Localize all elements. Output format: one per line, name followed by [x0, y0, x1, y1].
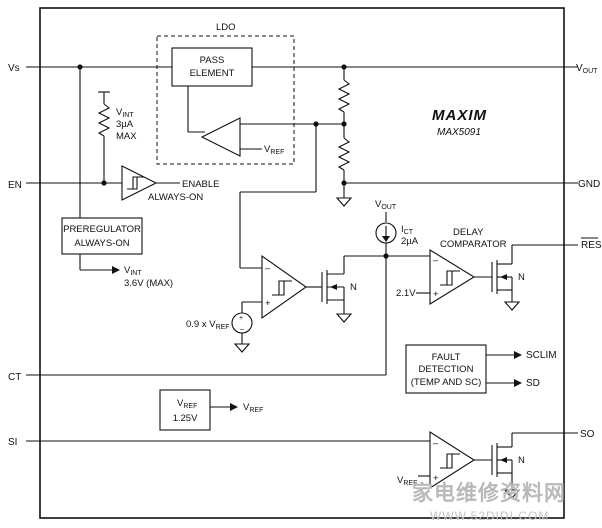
watermark-url: WWW.52DIDI.COM [430, 509, 549, 523]
ref-source-plus: + [239, 315, 243, 322]
nmos3-ground [503, 489, 521, 499]
pass-element-box [171, 47, 253, 87]
ldo-title: LDO [216, 22, 236, 33]
vint-source-name: VINT [116, 107, 134, 119]
en-junction [101, 180, 107, 186]
si-comp-minus: – [433, 438, 439, 449]
ref-source-ground [233, 343, 251, 353]
fault-line2: DETECTION [419, 364, 474, 375]
ict-value: 2µA [401, 236, 419, 247]
fault-detection-box [405, 344, 487, 394]
pass-element-line1: PASS [200, 55, 225, 66]
ldo-boundary [156, 35, 295, 165]
vint-resistor [97, 103, 111, 137]
enable-label: ENABLE [182, 179, 220, 190]
enable-hysteresis-icon [127, 176, 144, 190]
vint-source-max: MAX [116, 131, 137, 142]
pin-res-label: RES [581, 240, 602, 251]
preregulator-vint-label: VINT [124, 265, 142, 277]
nmos3-arrow [500, 457, 507, 463]
ict-vout-label: VOUT [375, 199, 397, 211]
delay-comp-line2: COMPARATOR [440, 239, 507, 250]
ldo-error-amp [200, 117, 241, 157]
ref-source-minus: – [240, 326, 244, 333]
pin-en-label: EN [8, 180, 22, 191]
vref-box [159, 389, 211, 431]
reset-comp-minus: – [265, 263, 271, 274]
divider-resistor-bottom [337, 137, 351, 171]
delay-comp-minus: – [433, 255, 439, 266]
pin-so-label: SO [580, 429, 595, 440]
preregulator-line2: ALWAYS-ON [74, 238, 129, 249]
vref-box-line1: VREF [177, 398, 197, 410]
delay-comp-line1: DELAY [453, 227, 484, 238]
ict-name: ICT [401, 224, 414, 236]
pin-vs-label: Vs [8, 63, 20, 74]
si-comp-plus: + [433, 473, 439, 484]
reset-comp-hysteresis-icon [272, 280, 292, 296]
maxim-logo: MAXIM [432, 107, 487, 124]
enable-always-on-label: ALWAYS-ON [148, 192, 203, 203]
pass-element-line2: ELEMENT [190, 68, 235, 79]
preregulator-line1: PREREGULATOR [63, 224, 141, 235]
vref-box-line2: 1.25V [173, 413, 198, 424]
preregulator-arrow [112, 266, 120, 274]
nmos2-type-label: N [518, 272, 525, 283]
pin-sd-label: SD [526, 378, 540, 389]
nmos2-arrow [500, 274, 507, 280]
sclim-arrow [514, 351, 522, 359]
delay-comp-plus: + [433, 289, 439, 300]
fault-line1: FAULT [432, 352, 461, 363]
pin-si-label: SI [8, 437, 17, 448]
divider-tap-junction [341, 121, 347, 127]
sd-arrow [514, 379, 522, 387]
delay-threshold-label: 2.1V [396, 288, 416, 299]
enable-schmitt-buffer [121, 165, 158, 201]
preregulator-box [61, 217, 143, 255]
watermark-text: 家电维修资料网 [412, 481, 566, 505]
vref-out-arrow [230, 403, 238, 411]
si-comp-hysteresis-icon [440, 453, 460, 469]
ict-arrow-head [382, 236, 390, 242]
part-number: MAX5091 [437, 127, 481, 138]
nmos1-type-label: N [350, 282, 357, 293]
nmos3-type-label: N [518, 455, 525, 466]
vref-out-label: VREF [243, 402, 263, 414]
preregulator-vint-value: 3.6V (MAX) [124, 278, 173, 289]
chip-outline [39, 7, 565, 519]
vint-source-current: 3µA [116, 119, 134, 130]
delay-comp-hysteresis-icon [440, 270, 460, 286]
pin-ct-label: CT [8, 372, 21, 383]
pin-gnd-label: GND [578, 179, 600, 190]
ref-comp-ref-label: 0.9 x VREF [186, 319, 230, 331]
reset-comp-plus: + [265, 298, 271, 309]
si-ref-label: VREF [397, 475, 417, 487]
ldo-vref-label: VREF [264, 144, 284, 156]
nmos1-ground [335, 313, 353, 323]
pin-vout-label: VOUT [576, 63, 598, 75]
divider-resistor-top [337, 79, 351, 113]
nmos2-ground [503, 301, 521, 311]
pin-sclim-label: SCLIM [526, 350, 557, 361]
fault-line3: (TEMP AND SC) [411, 377, 482, 388]
divider-ground-symbol [335, 197, 353, 207]
